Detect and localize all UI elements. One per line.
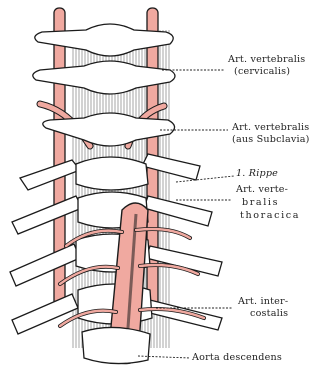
label-first-rib: 1. Rippe [236, 168, 278, 179]
thoracic-vertebra-2 [12, 192, 212, 234]
label-art-vertebralis-thoracic-1: Art. verte- [236, 184, 288, 195]
label-art-vertebralis-thoracic-2: bralis [242, 197, 279, 208]
label-art-vertebralis-subclavia: Art. vertebralis [232, 122, 309, 133]
label-art-intercostalis-1: Art. inter- [238, 296, 288, 307]
label-aus-subclavia: (aus Subclavia) [232, 134, 310, 145]
thoracic-vertebra-1 [20, 154, 200, 190]
label-aorta-descendens: Aorta descendens [192, 352, 282, 363]
label-art-intercostalis-2: costalis [250, 308, 288, 319]
label-art-vertebralis-thoracic-3: thoracica [240, 210, 300, 221]
label-art-vertebralis-cervical: Art. vertebralis [228, 54, 305, 65]
thoracic-vertebra-5 [82, 327, 150, 363]
label-cervicalis: (cervicalis) [234, 66, 290, 77]
